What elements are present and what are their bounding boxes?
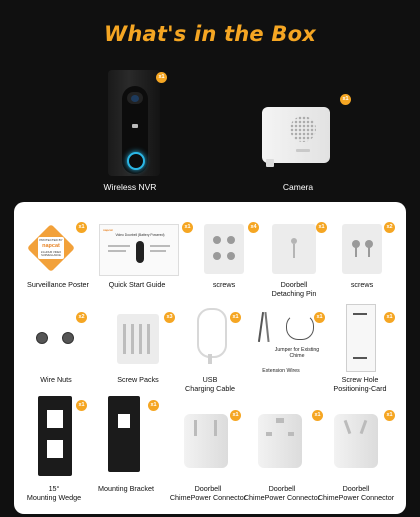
wedge-qty-badge: x1 <box>76 400 87 411</box>
mounting-wedge-image <box>38 396 72 476</box>
wire-nuts-qty-badge: x2 <box>76 312 87 323</box>
doorbell-device-image <box>108 70 160 176</box>
camera-qty-badge: x1 <box>340 94 351 105</box>
poster-brand-text: napcat <box>42 243 60 249</box>
nvr-qty-badge: x1 <box>156 72 167 83</box>
guide-title: Video Doorbell (Battery Powered) <box>115 233 165 237</box>
extension-label: Extension Wires <box>262 368 300 374</box>
card-qty-badge: x1 <box>384 312 395 323</box>
screw-packs-qty-badge: x3 <box>164 312 175 323</box>
wire-nuts-image <box>36 330 76 344</box>
surveillance-poster-image: PROTECTED BY napcat 24-HOUR VIDEO SURVEI… <box>26 223 76 273</box>
quick-start-guide-image: napcat Video Doorbell (Battery Powered) <box>99 224 179 276</box>
wire-nuts-label: Wire Nuts <box>40 375 72 384</box>
screws4-label: screws <box>212 280 236 289</box>
wedge-label: 15° Mounting Wedge <box>26 484 82 502</box>
screws2-qty-badge: x2 <box>384 222 395 233</box>
bracket-label: Mounting Bracket <box>98 484 154 493</box>
guide-brand: napcat <box>103 228 113 232</box>
chime-connector-2-image <box>258 414 302 468</box>
screw-packs-label: Screw Packs <box>117 375 159 384</box>
poster-sub-text: 24-HOUR VIDEO SURVEILLANCE <box>40 251 62 257</box>
chime-device-image <box>262 107 330 167</box>
pin-label: Doorbell Detaching Pin <box>271 280 317 298</box>
guide-qty-badge: x1 <box>182 222 193 233</box>
extension-wires-image <box>256 310 320 346</box>
bracket-qty-badge: x1 <box>148 400 159 411</box>
chime-connector-3-image <box>334 414 378 468</box>
screw-packs-image <box>117 314 159 364</box>
connector2-qty-badge: x1 <box>312 410 323 421</box>
card-label: Screw Hole Positioning-Card <box>333 375 387 393</box>
camera-label: Camera <box>282 182 314 192</box>
usb-qty-badge: x1 <box>230 312 241 323</box>
jumper-note: Jumper for Existing Chime <box>274 347 320 359</box>
poster-protected-text: PROTECTED BY <box>39 238 63 242</box>
extension-qty-badge: x1 <box>314 312 325 323</box>
connector3-label: Doorbell ChimePower Connector <box>317 484 395 502</box>
poster-qty-badge: x1 <box>76 222 87 233</box>
chime-connector-1-image <box>184 414 228 468</box>
connector1-qty-badge: x1 <box>230 410 241 421</box>
screws4-qty-badge: x4 <box>248 222 259 233</box>
nvr-label: Wireless NVR <box>103 182 157 192</box>
mounting-bracket-image <box>108 396 140 472</box>
guide-label: Quick Start Guide <box>108 280 166 289</box>
screws2-bag-image <box>342 224 382 274</box>
usb-cable-image <box>194 306 228 368</box>
usb-label: USB Charging Cable <box>185 375 235 393</box>
screws-bag-image <box>204 224 244 274</box>
page-title: What's in the Box <box>104 22 316 46</box>
pin-qty-badge: x1 <box>316 222 327 233</box>
connector2-label: Doorbell ChimePower Connector <box>243 484 321 502</box>
screws2-label: screws <box>350 280 374 289</box>
connector1-label: Doorbell ChimePower Connector <box>169 484 247 502</box>
connector3-qty-badge: x1 <box>384 410 395 421</box>
poster-label: Surveillance Poster <box>27 280 89 289</box>
detaching-pin-bag-image <box>272 224 316 274</box>
positioning-card-image <box>346 304 376 372</box>
